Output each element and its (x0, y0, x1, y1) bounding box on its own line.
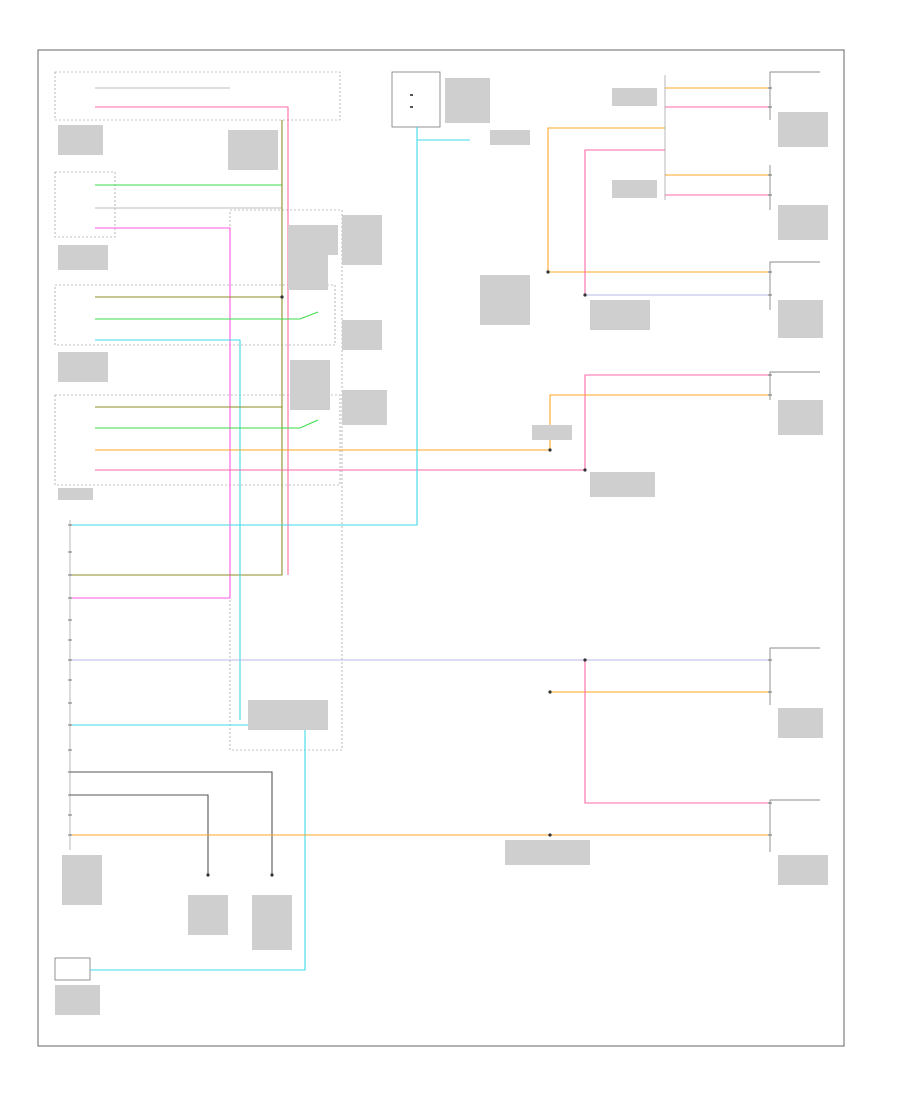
right-connector-pins (768, 87, 772, 836)
wire-pink-right-mid (584, 374, 770, 470)
wire-cyan-dlc (70, 127, 418, 526)
wire-green-2 (95, 311, 319, 320)
wire-black-2 (70, 794, 209, 875)
wire-black-1 (70, 771, 273, 875)
smart-junction-box (54, 284, 336, 346)
large-junction-box (229, 209, 343, 751)
diagram-frame (37, 49, 845, 1047)
dlc-pin-icons (410, 94, 413, 108)
wire-orange-right-mid (549, 394, 770, 450)
wire-orange-right (547, 127, 770, 273)
wire-olive-bus (70, 120, 283, 576)
label-placeholders (55, 78, 828, 1015)
wire-green-3 (95, 419, 319, 429)
generic-electronic-module (54, 171, 116, 238)
connector-pins (68, 524, 72, 836)
instrument-cluster (54, 394, 341, 486)
restraints-control-module (54, 957, 91, 981)
wire-magenta (70, 227, 231, 599)
component-boxes (54, 71, 343, 751)
wire-cyan-lower (70, 724, 306, 971)
splice-points (206, 270, 587, 877)
right-component-brackets (769, 71, 820, 852)
wire-pink (95, 106, 289, 575)
wire-pink-lower (584, 660, 770, 804)
wires (70, 75, 770, 971)
powertrain-control-module (54, 71, 341, 121)
wire-cyan-1 (95, 339, 241, 720)
wire-pink-right (584, 149, 665, 295)
data-link-connector (391, 71, 441, 128)
